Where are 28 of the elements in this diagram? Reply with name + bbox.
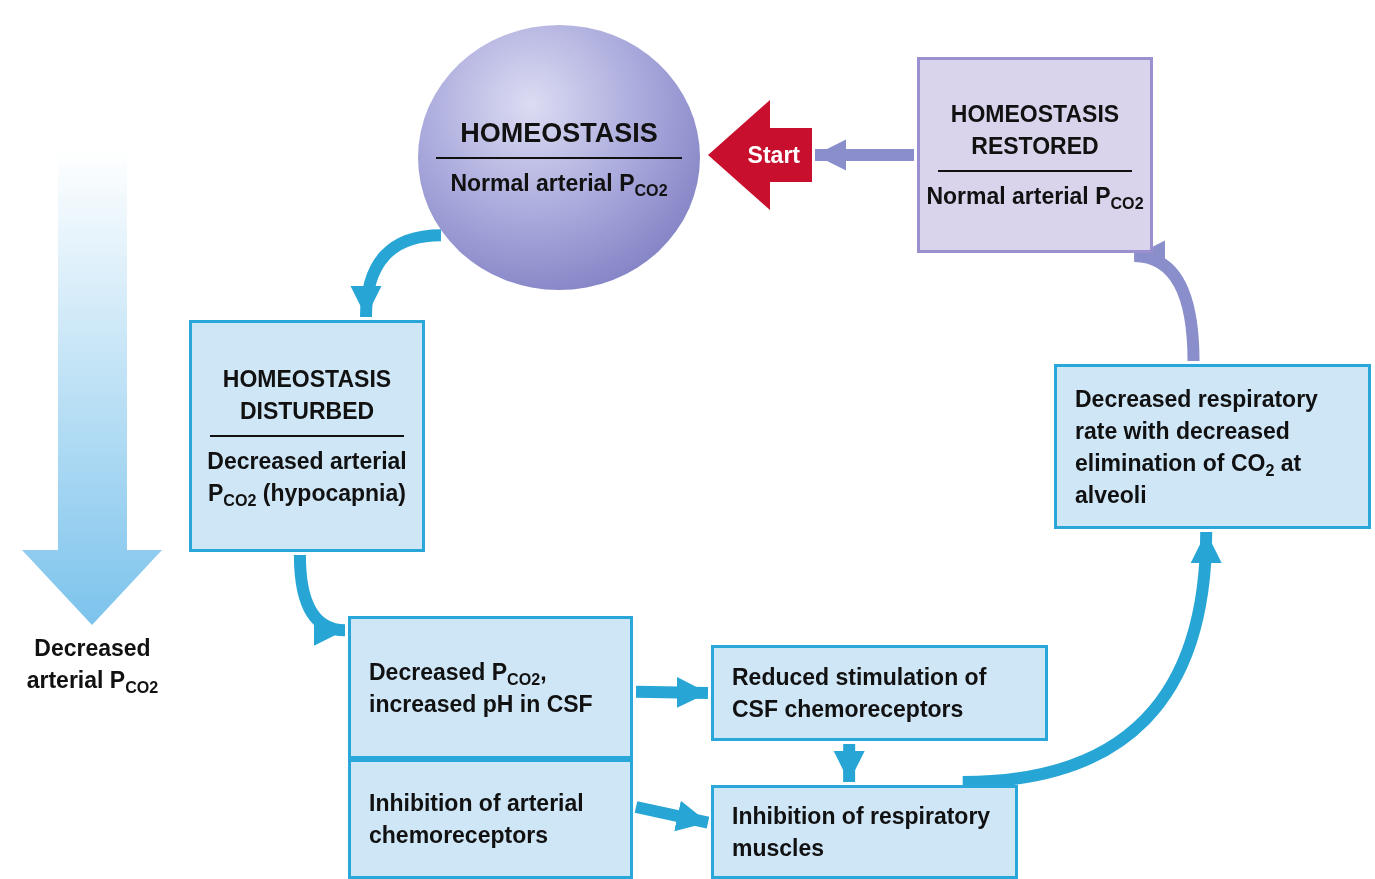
node-text: Decreased respiratory rate with decreased elimination of CO$_{2}$ at alveoli xyxy=(1074,384,1319,510)
state-box xyxy=(189,320,425,552)
arrow xyxy=(815,139,914,171)
process-box xyxy=(348,616,633,759)
arrow xyxy=(634,800,710,832)
state-box xyxy=(917,57,1153,253)
arrow xyxy=(833,743,865,783)
start-label: Start xyxy=(747,141,801,170)
node-heading: HOMEOSTASIS xyxy=(459,116,659,149)
node-text: Normal arterial P$_{CO2}$ xyxy=(925,182,1145,212)
arrow xyxy=(1133,242,1200,362)
arrow xyxy=(962,531,1221,788)
axis-caption: Decreased arterial P$_{CO2}$ xyxy=(25,634,160,696)
process-box xyxy=(348,759,633,879)
node-text: Inhibition of arterial chemoreceptors xyxy=(368,789,585,850)
node-text: Inhibition of respiratory muscles xyxy=(731,802,992,863)
process-box xyxy=(711,645,1048,741)
arrow xyxy=(635,676,709,709)
node-text: Normal arterial P$_{CO2}$ xyxy=(449,168,669,199)
arrow xyxy=(293,554,346,644)
process-box xyxy=(711,785,1018,879)
node-text: Reduced stimulation of CSF chemoreceptors xyxy=(731,663,988,724)
node-text: Decreased P$_{CO2}$, increased pH in CSF xyxy=(368,657,594,719)
node-heading: HOMEOSTASIS RESTORED xyxy=(949,100,1121,161)
start-arrow xyxy=(708,100,812,210)
node-text: Decreased arterial P$_{CO2}$ (hypocapnia) xyxy=(206,447,408,509)
process-box xyxy=(1054,364,1371,529)
node-heading: HOMEOSTASIS DISTURBED xyxy=(221,365,393,426)
